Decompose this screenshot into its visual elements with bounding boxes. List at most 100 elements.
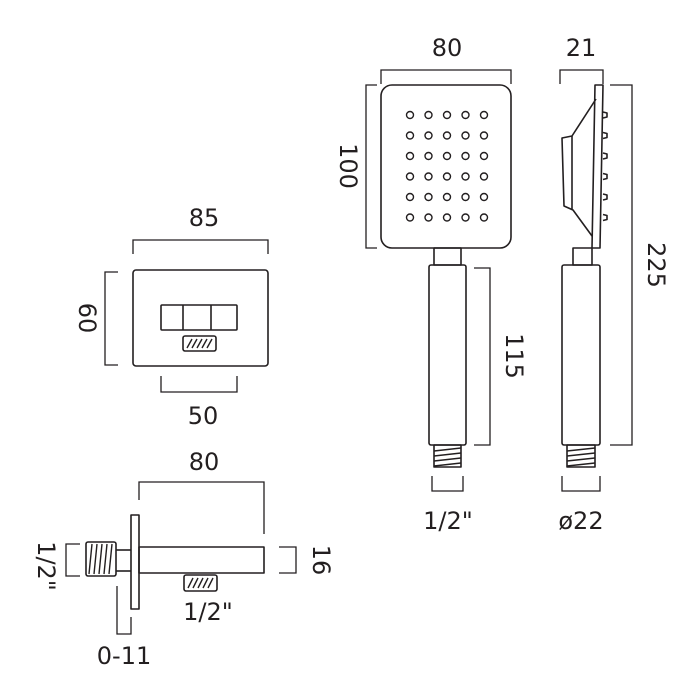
dimension-line-handle-length: [474, 267, 491, 446]
thread-line: [192, 577, 199, 589]
side-nozzle: [602, 152, 608, 160]
nozzle-hole: [424, 213, 433, 222]
label-handle-diameter: ø22: [558, 507, 603, 535]
dimension-line-head-height: [365, 84, 377, 249]
nozzle-hole: [461, 131, 470, 140]
nozzle-hole: [479, 213, 489, 222]
nozzle-hole: [479, 151, 489, 161]
label-arm-height: 16: [307, 545, 335, 576]
thread-line: [98, 543, 103, 575]
side-nozzle: [602, 111, 608, 119]
dimension-line-wall-gap: [116, 586, 132, 635]
inlet-thread-outline: [85, 541, 117, 577]
side-nozzle-row: [602, 111, 608, 222]
head-faceplate: [591, 84, 604, 249]
nozzle-hole: [461, 110, 470, 120]
dimension-line-backplate-height: [104, 271, 118, 366]
thread-line: [93, 543, 98, 575]
nozzle-hole: [442, 131, 452, 140]
nozzle-hole: [405, 151, 415, 161]
dimension-line-bracket-width: [160, 376, 238, 393]
dimension-line-side-depth: [559, 69, 604, 84]
nozzle-hole: [461, 172, 470, 181]
thread-line: [206, 338, 213, 349]
handle-body: [428, 264, 467, 446]
hand-shower-front-view: 80 100 115 1/2": [334, 34, 528, 535]
nozzle-hole: [424, 131, 433, 140]
thread-line: [433, 452, 462, 457]
dimension-line-inlet-thread: [65, 543, 80, 577]
label-backplate-height: 60: [73, 303, 101, 334]
label-head-width: 80: [432, 34, 463, 62]
side-handle-thread: [566, 444, 596, 468]
nozzle-hole: [424, 172, 433, 181]
thread-line: [187, 577, 194, 589]
dimension-line-head-width: [380, 69, 512, 84]
nozzle-hole: [405, 213, 415, 222]
thread-line: [88, 543, 93, 575]
thread-line: [103, 543, 108, 575]
handle-neck: [433, 247, 462, 266]
nozzle-hole: [442, 172, 452, 181]
nozzle-hole: [479, 192, 489, 202]
dimension-line-handle-thread: [431, 476, 464, 492]
thread-line: [196, 338, 203, 349]
nozzle-hole: [461, 192, 470, 202]
nozzle-hole: [461, 151, 470, 161]
nozzle-hole: [405, 131, 415, 140]
side-nozzle: [602, 213, 608, 222]
label-handle-thread: 1/2": [423, 507, 473, 535]
nozzle-hole: [479, 172, 489, 181]
front-outlet-thread: [182, 335, 217, 352]
arm-outlet-thread-outline: [183, 574, 218, 592]
label-arm-length: 80: [189, 448, 220, 476]
label-handle-length: 115: [500, 333, 528, 379]
nozzle-hole: [442, 192, 452, 202]
nozzle-hole: [479, 131, 489, 140]
label-side-depth: 21: [566, 34, 597, 62]
hand-shower-side-view: 21 225 ø22: [558, 34, 670, 535]
backplate-outline: [132, 269, 269, 367]
head-back-profile: [561, 98, 597, 237]
outlet-arm: [138, 546, 265, 574]
nozzle-hole: [405, 172, 415, 181]
thread-line: [191, 338, 198, 349]
nozzle-hole: [479, 110, 489, 120]
label-inlet-thread: 1/2": [32, 541, 60, 591]
label-head-height: 100: [334, 143, 362, 189]
side-nozzle: [602, 172, 608, 181]
thread-line: [108, 543, 113, 575]
dimension-line-handle-diameter: [561, 476, 601, 492]
bracket-block-outline: [160, 304, 238, 331]
backplate-front-view: 85 60 50: [73, 204, 269, 430]
thread-line: [566, 447, 596, 452]
side-nozzle: [602, 193, 608, 201]
nozzle-grid: [405, 110, 489, 222]
side-nozzle: [602, 131, 608, 140]
side-handle-body: [561, 264, 601, 446]
thread-line: [207, 577, 214, 589]
label-wall-gap: 0-11: [97, 642, 151, 670]
nozzle-hole: [461, 213, 470, 222]
side-handle-neck: [572, 247, 593, 266]
thread-line: [201, 338, 208, 349]
thread-line: [186, 338, 193, 349]
dimension-line-total-length: [610, 84, 633, 446]
wall-plate-profile: [130, 514, 140, 610]
nozzle-hole: [405, 110, 415, 120]
thread-line: [202, 577, 209, 589]
handle-thread: [433, 444, 462, 468]
thread-line: [566, 452, 596, 457]
thread-line: [433, 462, 462, 467]
dimension-line-arm-height: [279, 546, 297, 574]
label-outlet-thread: 1/2": [183, 598, 233, 626]
wall-outlet-side-view: 80 16 1/2" 1/2" 0-11: [32, 448, 335, 670]
nozzle-hole: [405, 192, 415, 202]
label-backplate-width: 85: [189, 204, 220, 232]
thread-line: [197, 577, 204, 589]
thread-line: [566, 457, 596, 462]
label-bracket-width: 50: [188, 402, 219, 430]
bracket-block: [160, 304, 238, 331]
